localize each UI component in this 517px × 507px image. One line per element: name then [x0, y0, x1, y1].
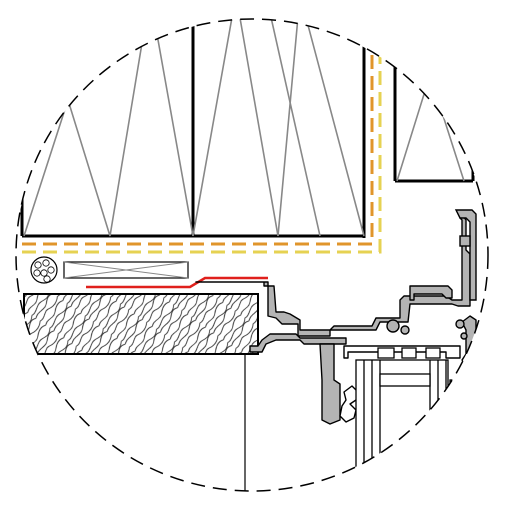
insulation-panel-left	[16, 19, 370, 238]
timber-sill	[23, 293, 259, 491]
callout-circle	[15, 18, 489, 492]
backer-rod	[30, 256, 58, 284]
frame-mullion	[454, 209, 477, 301]
vapour-membrane	[22, 30, 382, 254]
insulation-hatch-c	[277, 19, 365, 237]
insulation-hatch-b	[192, 19, 279, 237]
glazing-unit	[355, 347, 471, 491]
insulation-panel-right	[393, 19, 488, 183]
compressible-tape	[63, 261, 189, 279]
insulation-hatch-a	[23, 19, 194, 237]
callout-content	[16, 19, 488, 491]
